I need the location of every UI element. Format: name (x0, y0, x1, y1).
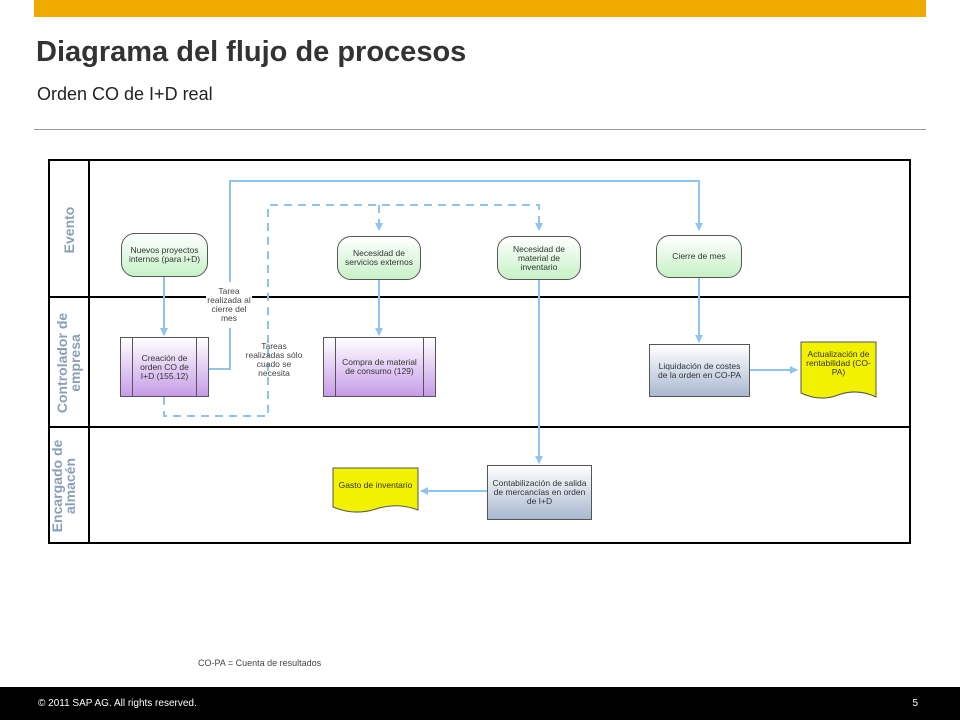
title-divider (34, 129, 926, 130)
task-contabilizacion-salida: Contabilización de salida de mercancías … (487, 465, 592, 520)
document-actualizacion-rentabilidad: Actualización de rentabilidad (CO-PA) (806, 348, 871, 377)
subprocess-compra-material: Compra de material de consumo (129) (323, 337, 436, 397)
event-necesidad-servicios: Necesidad de servicios externos (337, 236, 421, 280)
footer-bar: © 2011 SAP AG. All rights reserved. 5 (0, 687, 960, 720)
task-liquidacion-costes: Liquidación de costes de la orden en CO-… (649, 344, 750, 397)
document-shape-gasto (332, 467, 419, 513)
document-gasto-inventario: Gasto de inventario (338, 479, 413, 490)
event-necesidad-material: Necesidad de material de inventario (497, 236, 581, 280)
lane-label-almacen: Encargado de almacén (49, 439, 78, 533)
note-tarea-cierre: Tarea realizada al cierre del mes (206, 282, 252, 328)
lane-label-controlador: Controlador de empresa (54, 312, 83, 414)
footnote: CO-PA = Cuenta de resultados (198, 658, 322, 668)
lane-label-evento: Evento (60, 206, 77, 254)
flow-as-needed-loop (163, 204, 543, 417)
page-subtitle: Orden CO de I+D real (37, 84, 213, 104)
page-title: Diagrama del flujo de procesos (36, 36, 467, 68)
subprocess-creacion-orden: Creación de orden CO de I+D (155.12) (120, 337, 209, 397)
footer-copyright: © 2011 SAP AG. All rights reserved. (38, 698, 197, 709)
page-number: 5 (912, 698, 918, 709)
flow-month-end-loop (209, 180, 703, 370)
document-shape-actualizacion (800, 341, 877, 399)
note-tareas-necesita: Tareas realizadas sólo cuado se necesita (245, 341, 303, 378)
event-nuevos-proyectos: Nuevos proyectos internos (para I+D) (121, 233, 208, 277)
event-cierre-mes: Cierre de mes (656, 235, 742, 278)
accent-bar (34, 0, 926, 17)
